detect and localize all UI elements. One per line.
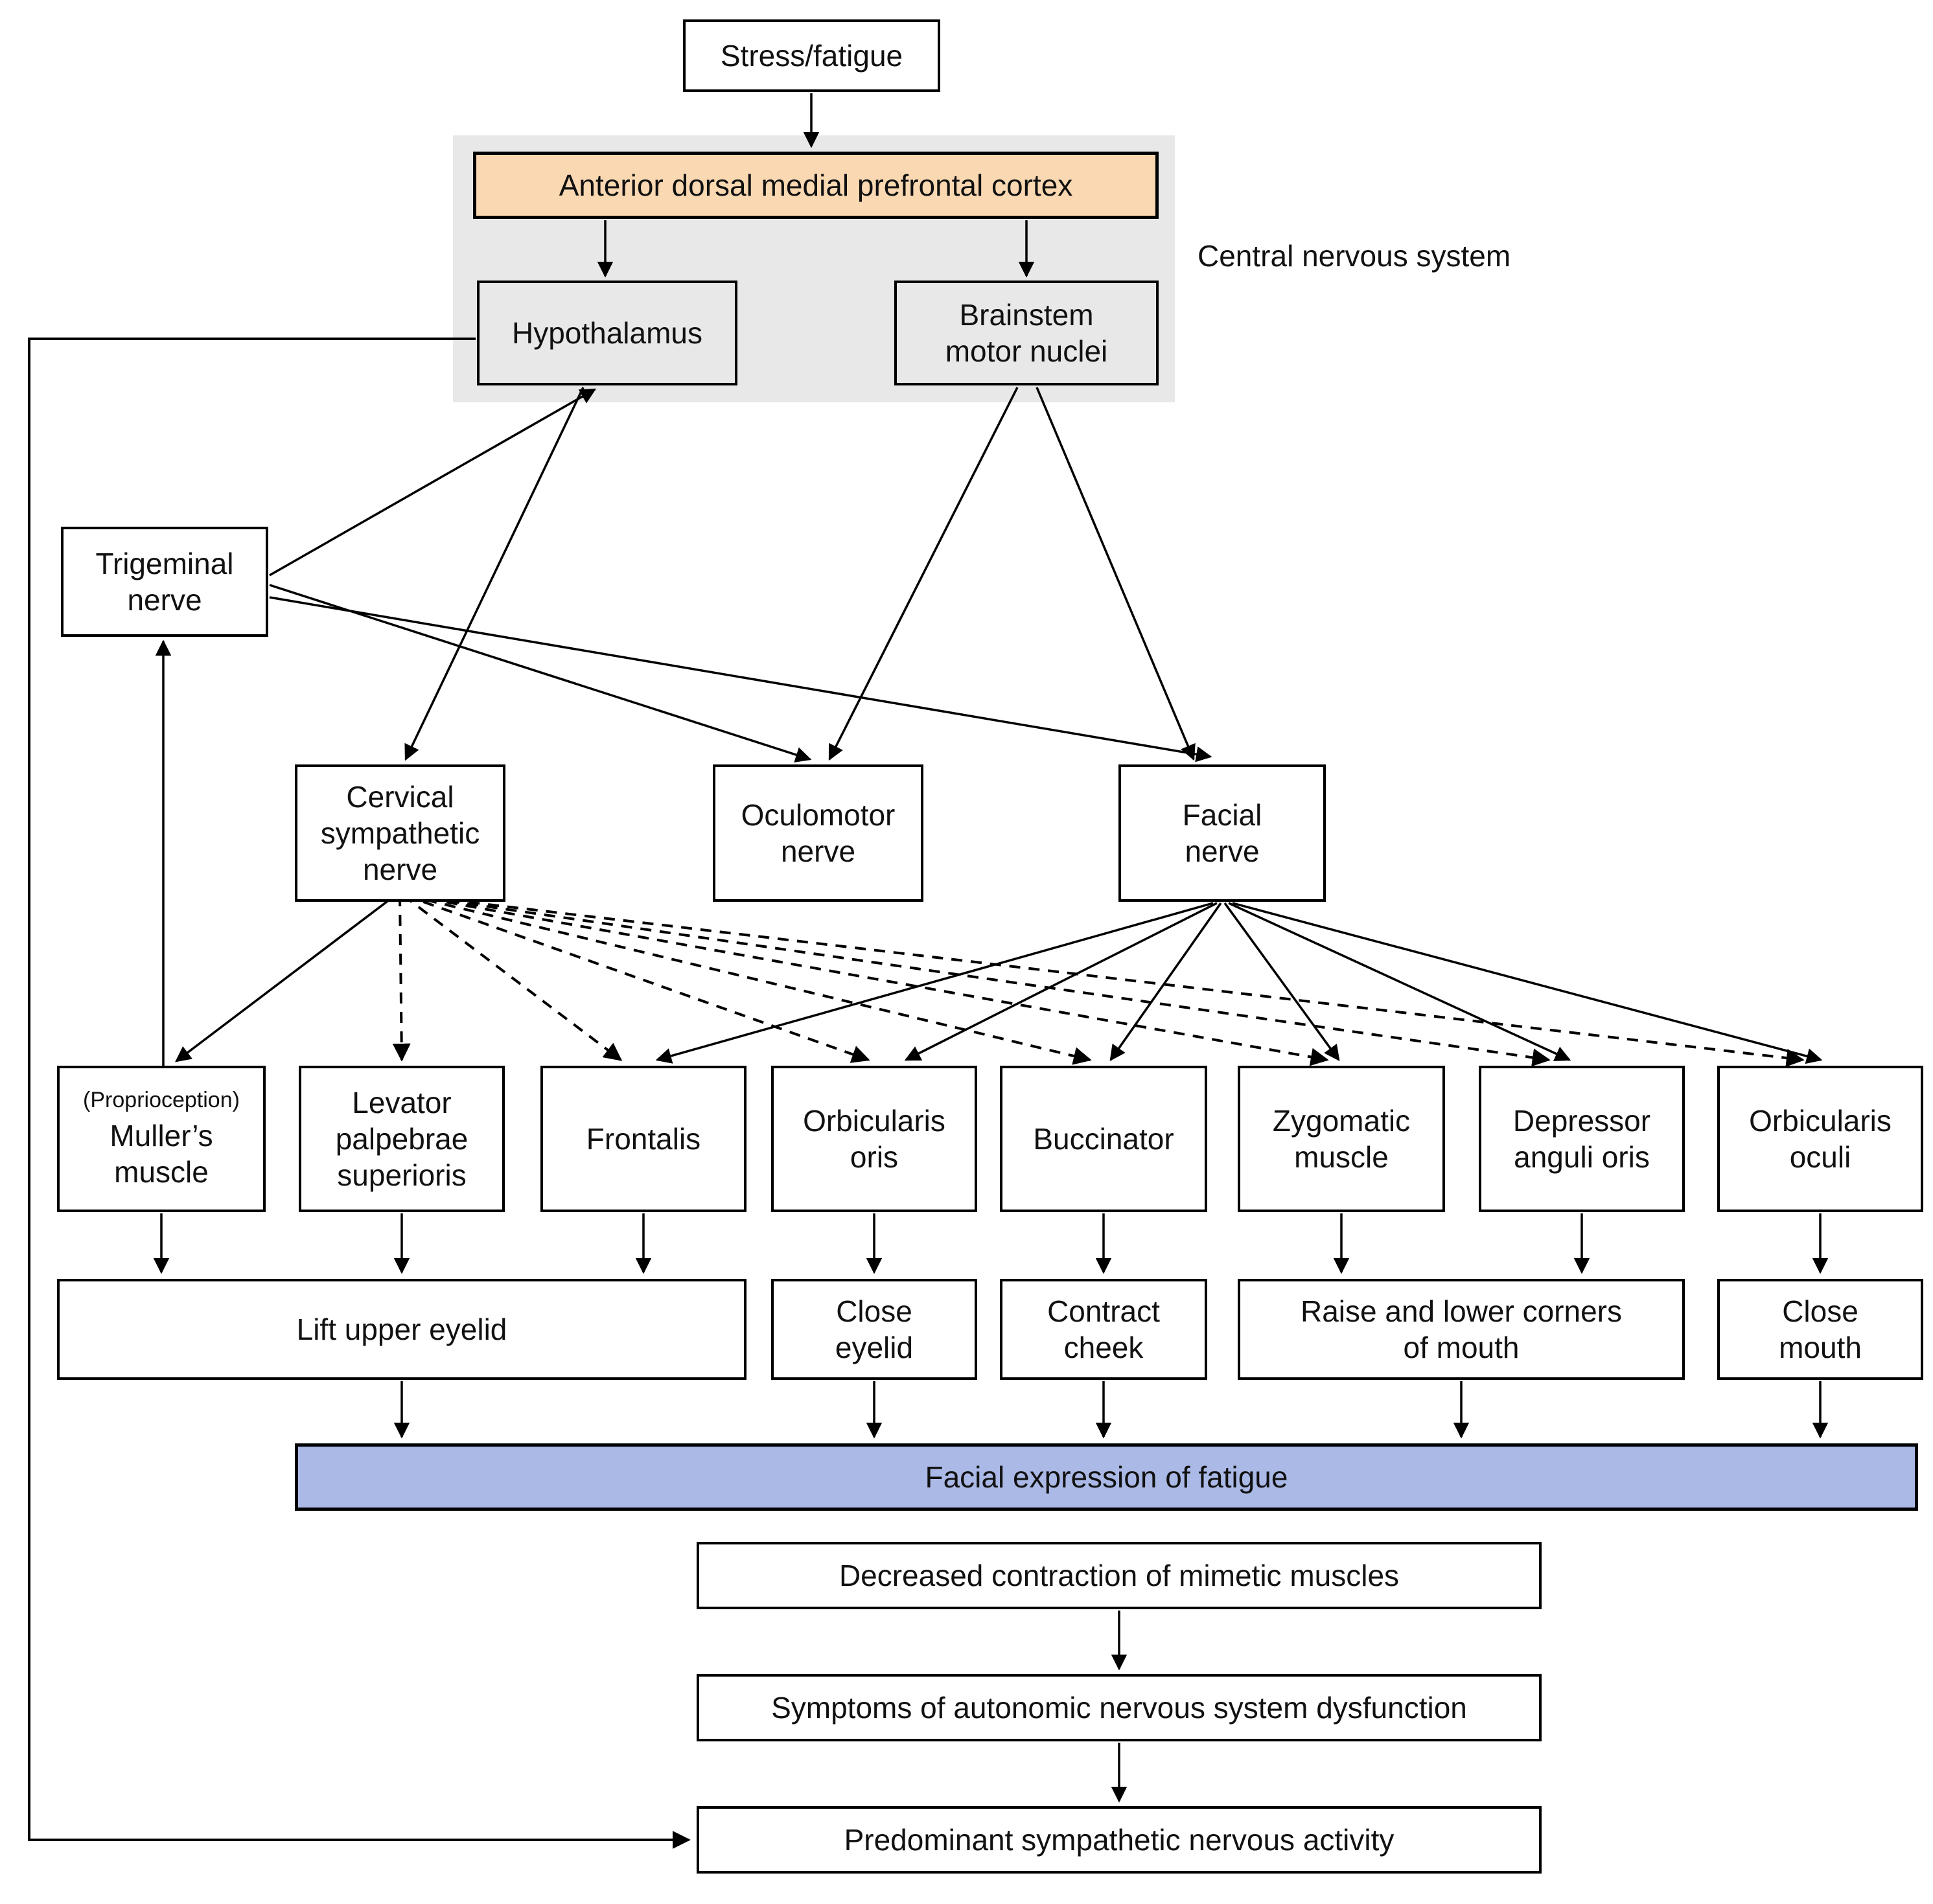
dashed-arrow-cervical-to-orbicularis-oculi <box>410 894 1805 1067</box>
arrow-facial-to-zygomatic <box>1223 902 1340 1061</box>
node-cervical-sympathetic-nerve: Cervical sympathetic nerve <box>295 764 505 902</box>
node-facial-expression-of-fatigue: Facial expression of fatigue <box>295 1443 1918 1511</box>
node-facial-nerve-label: Facial nerve <box>1182 797 1262 868</box>
node-facial-expression-of-fatigue-label: Facial expression of fatigue <box>925 1460 1288 1494</box>
node-prefrontal-cortex: Anterior dorsal medial prefrontal cortex <box>473 152 1159 219</box>
node-orbicularis-oculi: Orbicularis oculi <box>1717 1066 1923 1212</box>
arrow-hypothalamus-loop-to-sympathetic <box>28 338 691 1849</box>
node-close-eyelid-label: Close eyelid <box>835 1294 914 1364</box>
node-levator-palpebrae: Levator palpebrae superioris <box>299 1066 505 1212</box>
arrow-brainstem-to-facial <box>1036 387 1196 761</box>
arrow-facial-to-frontalis <box>655 902 1214 1064</box>
node-autonomic-symptoms-label: Symptoms of autonomic nervous system dys… <box>771 1690 1467 1725</box>
dashed-arrow-cervical-to-orbicularis-oris <box>404 894 870 1063</box>
node-facial-nerve: Facial nerve <box>1118 764 1326 902</box>
node-orbicularis-oris: Orbicularis oris <box>771 1066 977 1212</box>
node-prefrontal-cortex-label: Anterior dorsal medial prefrontal cortex <box>559 168 1073 202</box>
node-close-mouth: Close mouth <box>1717 1279 1923 1380</box>
node-close-eyelid: Close eyelid <box>771 1279 977 1380</box>
arrow-facial-to-buccinator <box>1109 902 1222 1062</box>
node-lift-upper-eyelid-label: Lift upper eyelid <box>296 1312 507 1346</box>
arrow-facial-to-depressor <box>1228 902 1571 1061</box>
node-buccinator-label: Buccinator <box>1033 1121 1174 1156</box>
node-buccinator: Buccinator <box>1000 1066 1207 1212</box>
node-brainstem-motor-nuclei-label: Brainstem motor nuclei <box>945 297 1108 368</box>
arrow-hypothalamus-to-cervical <box>404 387 585 761</box>
node-contract-cheek-label: Contract cheek <box>1047 1294 1160 1364</box>
dashed-arrow-cervical-to-buccinator <box>406 894 1092 1065</box>
node-orbicularis-oculi-label: Orbicularis oculi <box>1749 1103 1892 1174</box>
node-depressor-anguli-oris: Depressor anguli oris <box>1479 1066 1685 1212</box>
node-trigeminal-nerve-label: Trigeminal nerve <box>95 546 234 617</box>
node-depressor-anguli-oris-label: Depressor anguli oris <box>1512 1103 1651 1174</box>
node-levator-palpebrae-label: Levator palpebrae superioris <box>335 1085 469 1193</box>
node-frontalis-label: Frontalis <box>586 1121 701 1156</box>
node-close-mouth-label: Close mouth <box>1779 1294 1862 1364</box>
node-oculomotor-nerve-label: Oculomotor nerve <box>741 797 896 868</box>
node-cervical-sympathetic-nerve-label: Cervical sympathetic nerve <box>320 779 480 887</box>
node-raise-lower-corners: Raise and lower corners of mouth <box>1238 1279 1685 1380</box>
arrow-facial-to-orbicularis-oris <box>904 902 1218 1061</box>
node-mullers-muscle-note: (Proprioception) <box>83 1088 240 1113</box>
node-mullers-muscle: (Proprioception) Muller’s muscle <box>57 1066 266 1212</box>
node-frontalis: Frontalis <box>540 1066 747 1212</box>
cns-caption-label: Central nervous system <box>1198 239 1511 273</box>
node-brainstem-motor-nuclei: Brainstem motor nuclei <box>894 281 1159 385</box>
node-hypothalamus-label: Hypothalamus <box>511 315 703 350</box>
node-zygomatic-muscle: Zygomatic muscle <box>1238 1066 1445 1212</box>
node-autonomic-symptoms: Symptoms of autonomic nervous system dys… <box>697 1674 1542 1741</box>
node-oculomotor-nerve: Oculomotor nerve <box>713 764 923 902</box>
arrow-trigeminal-to-oculomotor <box>269 584 812 763</box>
arrow-trigeminal-to-hypothalamus <box>269 388 597 577</box>
arrow-facial-to-orbicularis-oculi <box>1232 902 1823 1064</box>
node-raise-lower-corners-label: Raise and lower corners of mouth <box>1300 1294 1622 1364</box>
node-lift-upper-eyelid: Lift upper eyelid <box>57 1279 747 1380</box>
node-hypothalamus: Hypothalamus <box>477 281 737 385</box>
dashed-arrow-cervical-to-frontalis <box>402 894 623 1061</box>
node-trigeminal-nerve: Trigeminal nerve <box>61 527 268 637</box>
node-sympathetic-activity: Predominant sympathetic nervous activity <box>697 1806 1542 1874</box>
node-orbicularis-oris-label: Orbicularis oris <box>803 1103 945 1174</box>
node-stress-fatigue-label: Stress/fatigue <box>720 38 903 73</box>
node-stress-fatigue: Stress/fatigue <box>683 19 940 92</box>
arrow-cervical-to-mullers <box>175 894 397 1062</box>
arrow-brainstem-to-oculomotor <box>828 387 1019 761</box>
dashed-arrow-cervical-to-levator <box>392 895 411 1062</box>
node-contract-cheek: Contract cheek <box>1000 1279 1207 1380</box>
node-zygomatic-muscle-label: Zygomatic muscle <box>1272 1103 1411 1174</box>
dashed-arrow-cervical-to-depressor <box>409 894 1551 1067</box>
node-mullers-muscle-label: Muller’s muscle <box>110 1119 213 1189</box>
node-sympathetic-activity-label: Predominant sympathetic nervous activity <box>844 1822 1395 1857</box>
node-decreased-contraction-label: Decreased contraction of mimetic muscles <box>839 1558 1400 1592</box>
dashed-arrow-cervical-to-zygomatic <box>408 894 1329 1066</box>
cns-caption: Central nervous system <box>1198 238 1511 273</box>
arrow-trigeminal-to-facial <box>269 596 1212 763</box>
node-decreased-contraction: Decreased contraction of mimetic muscles <box>697 1542 1542 1609</box>
